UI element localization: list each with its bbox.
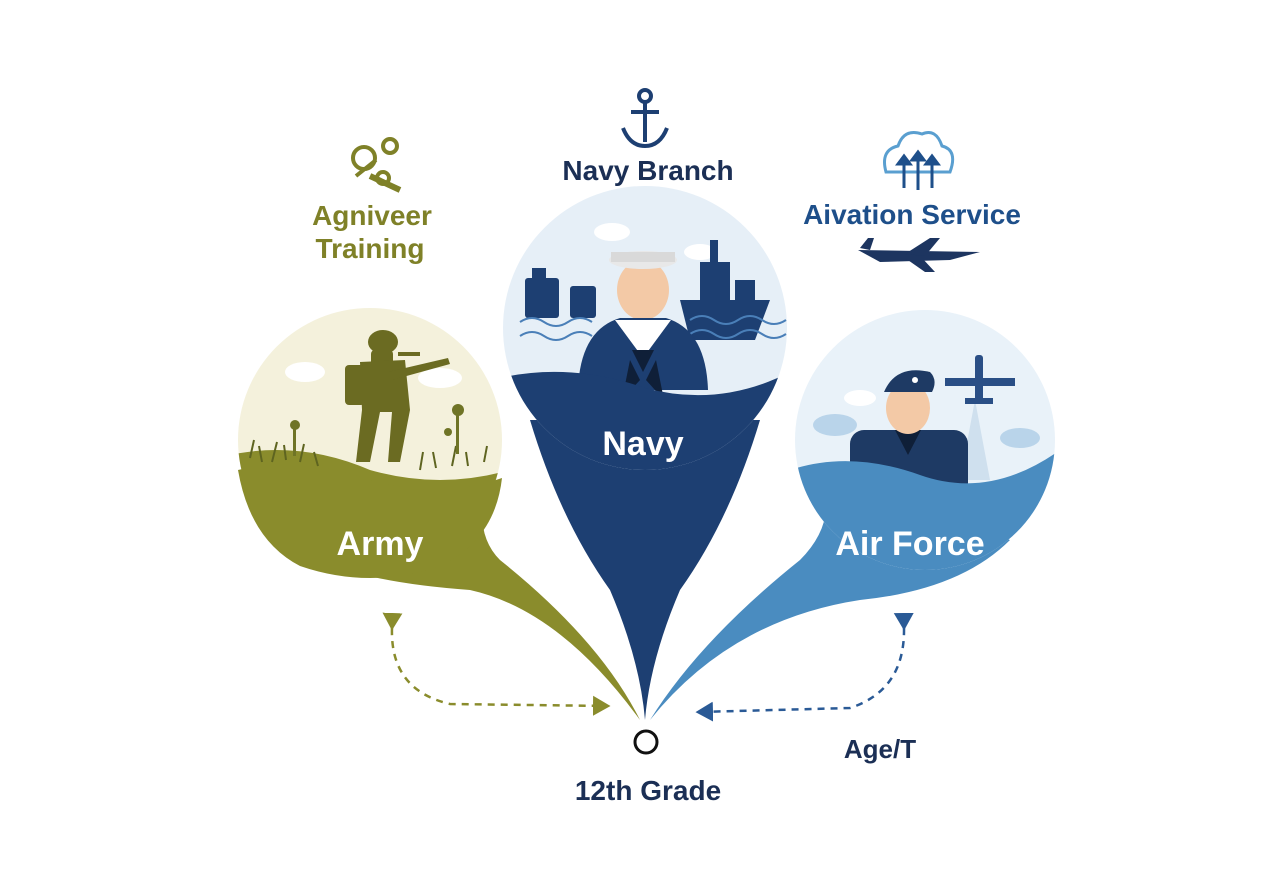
navy-caption: Navy Branch [562,155,733,186]
airforce-caption: Aivation Service [803,199,1021,230]
airforce-branch: Air Force [650,310,1055,720]
army-branch: Army [238,308,640,720]
cloud [594,223,630,241]
cloud [844,390,876,406]
ship-icon [525,268,596,318]
cloud-upload-icon [883,131,955,190]
cloud [684,244,716,260]
anchor-icon [621,88,669,149]
airforce-ground [795,450,1055,570]
flower-icon [290,404,464,456]
fighter-jet-icon [858,238,980,272]
origin-node: 12th Grade [575,729,721,806]
army-label: Army [337,525,424,563]
cloud [1000,428,1040,448]
army-dashed-arrow [382,612,611,716]
waves [519,315,787,341]
origin-label: 12th Grade [575,775,721,806]
soldier-silhouette-icon [345,330,450,462]
army-label-band [238,464,502,578]
cloud [285,362,325,382]
navy-tail [530,420,760,720]
cloud [418,368,462,388]
grass [249,439,488,471]
sailor-icon [578,251,708,400]
cloud [813,414,857,436]
jet-icon [945,355,1015,404]
navy-branch: Navy [503,186,787,720]
origin-circle [633,729,659,755]
airforce-dashed-arrow [695,612,914,722]
navy-label: Navy [602,425,683,463]
army-caption-line2: Training [316,233,425,264]
gear-wrench-icon [351,137,402,193]
airforce-label: Air Force [835,525,984,563]
right-note: Age/T [844,734,916,764]
army-caption-line1: Agniveer [312,200,432,231]
